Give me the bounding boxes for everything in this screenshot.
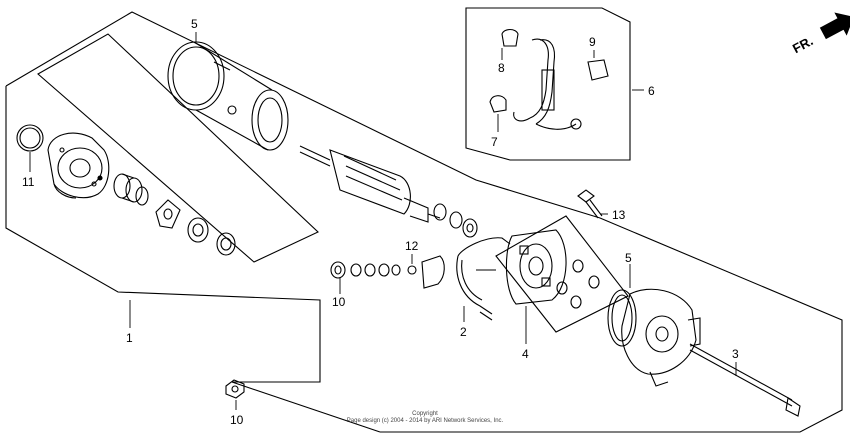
brush-plate-2	[456, 237, 511, 321]
callout-3: 3	[732, 347, 739, 361]
callout-9: 9	[589, 35, 596, 49]
copyright-notice: Page design (c) 2004 - 2014 by ARI Netwo…	[346, 418, 504, 424]
shim-washer	[216, 232, 236, 256]
callout-6: 6	[648, 84, 655, 98]
washer	[364, 263, 376, 277]
armature	[299, 145, 441, 223]
brush-holder-frame	[495, 215, 629, 333]
callout-5-upper: 5	[191, 17, 198, 31]
brush-holder-4	[505, 229, 567, 305]
front-arrow-icon	[819, 12, 850, 40]
insulator	[421, 255, 445, 289]
spring	[556, 281, 568, 295]
starter-cable	[529, 38, 549, 119]
callout-12: 12	[405, 239, 419, 253]
washer	[449, 211, 463, 229]
terminal-cap-8	[501, 28, 519, 47]
nut-10-lower	[225, 379, 245, 399]
callout-5-lower: 5	[625, 251, 632, 265]
copyright-label: Copyright	[412, 411, 438, 417]
spring	[588, 275, 600, 289]
spring	[572, 259, 584, 273]
callout-10-upper: 10	[332, 295, 346, 309]
assembly-outline-top	[5, 11, 843, 433]
harness-box	[465, 7, 631, 161]
front-indicator: FR.	[790, 12, 850, 56]
front-label: FR.	[790, 33, 816, 56]
callout-7: 7	[491, 135, 498, 149]
o-ring-5	[607, 289, 637, 347]
rear-cover	[621, 288, 701, 387]
washer	[391, 264, 401, 276]
o-ring-11	[16, 124, 44, 152]
shim-washer	[187, 217, 209, 243]
washer	[378, 263, 390, 277]
assembly-outline	[5, 86, 321, 383]
callout-10-lower: 10	[230, 413, 244, 427]
washer	[135, 186, 149, 206]
cable-sleeve	[541, 69, 555, 111]
callout-4: 4	[522, 347, 529, 361]
washer	[433, 203, 447, 221]
end-cover-frame	[37, 33, 319, 263]
through-bolt-3	[689, 343, 801, 417]
callout-1: 1	[126, 331, 133, 345]
spring	[570, 295, 582, 309]
washer	[462, 218, 478, 238]
callout-2: 2	[460, 325, 467, 339]
end-cover	[47, 132, 110, 199]
callout-13: 13	[612, 208, 626, 222]
nut-10	[330, 261, 346, 279]
yoke-housing	[167, 41, 289, 151]
bolt-13	[577, 189, 603, 219]
bearing	[113, 173, 143, 203]
callout-11: 11	[22, 175, 35, 189]
boot-9	[587, 59, 609, 81]
terminal-nut-7	[489, 95, 507, 113]
washer-12	[407, 265, 417, 275]
thrust-plate	[155, 199, 181, 229]
callout-8: 8	[498, 61, 505, 75]
washer	[350, 263, 362, 277]
